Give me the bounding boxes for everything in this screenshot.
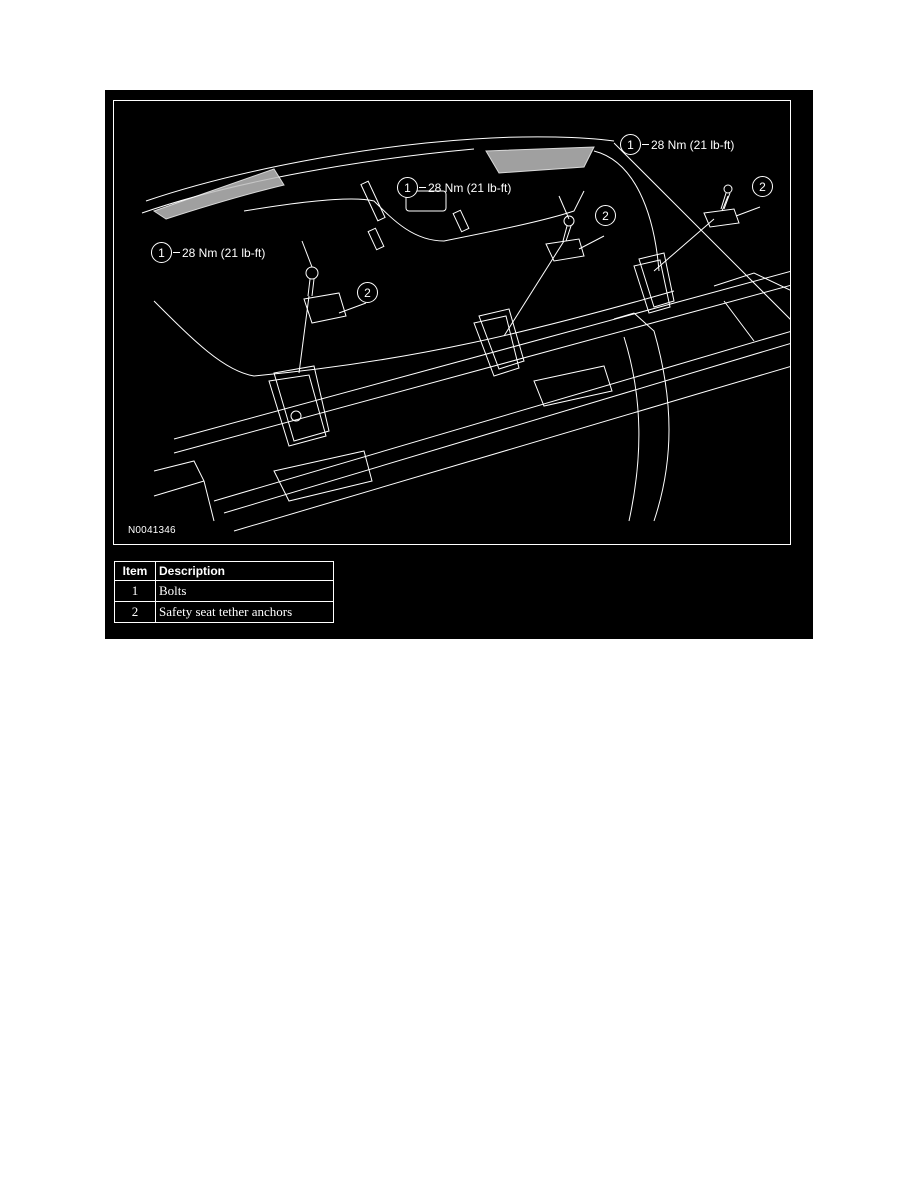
torque-label: 28 Nm (21 lb-ft) <box>428 180 512 195</box>
callout-number: 1 <box>397 177 418 198</box>
callout-2-right: 2 <box>752 176 773 197</box>
legend-table: Item Description 1 Bolts 2 Safety seat t… <box>114 561 334 623</box>
legend-header-row: Item Description <box>114 561 334 581</box>
illustration-frame: 1 28 Nm (21 lb-ft) 1 28 Nm (21 lb-ft) 1 … <box>113 100 791 545</box>
callout-number: 2 <box>752 176 773 197</box>
callout-dash <box>173 252 180 253</box>
header-item: Item <box>114 561 156 581</box>
callout-number: 2 <box>595 205 616 226</box>
item-description: Safety seat tether anchors <box>155 601 334 623</box>
figure-id: N0041346 <box>128 525 176 536</box>
callout-number: 2 <box>357 282 378 303</box>
callout-1-middle: 1 28 Nm (21 lb-ft) <box>397 177 511 198</box>
callout-1-right: 1 28 Nm (21 lb-ft) <box>620 134 734 155</box>
item-number: 2 <box>114 601 156 623</box>
callout-dash <box>642 144 649 145</box>
figure-panel: 1 28 Nm (21 lb-ft) 1 28 Nm (21 lb-ft) 1 … <box>105 90 813 639</box>
callout-number: 1 <box>620 134 641 155</box>
rear-package-tray-illustration <box>141 136 790 532</box>
callout-2-middle: 2 <box>595 205 616 226</box>
item-description: Bolts <box>155 580 334 602</box>
callout-1-left: 1 28 Nm (21 lb-ft) <box>151 242 265 263</box>
header-description: Description <box>155 561 334 581</box>
callout-2-left: 2 <box>357 282 378 303</box>
table-row: 2 Safety seat tether anchors <box>114 601 334 623</box>
item-number: 1 <box>114 580 156 602</box>
torque-label: 28 Nm (21 lb-ft) <box>182 245 266 260</box>
torque-label: 28 Nm (21 lb-ft) <box>651 137 735 152</box>
callout-dash <box>419 187 426 188</box>
table-row: 1 Bolts <box>114 580 334 602</box>
callout-number: 1 <box>151 242 172 263</box>
